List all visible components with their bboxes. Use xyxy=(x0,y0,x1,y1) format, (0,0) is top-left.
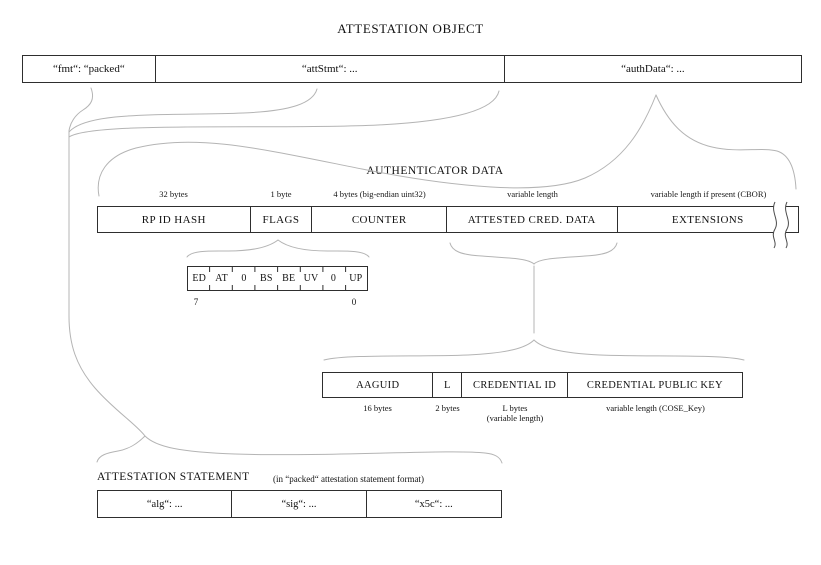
attestation-object-row: “fmt“: “packed“ “attStmt“: ... “authData… xyxy=(22,55,802,83)
size-label-text: variable length (COSE_Key) xyxy=(606,403,705,413)
authenticator-data-size-labels: 32 bytes 1 byte 4 bytes (big-endian uint… xyxy=(97,186,799,199)
attested-credential-data-row: AAGUID L CREDENTIAL ID CREDENTIAL PUBLIC… xyxy=(322,372,743,398)
alg-cell: “alg“: ... xyxy=(98,491,233,517)
fmt-cell: “fmt“: “packed“ xyxy=(23,56,156,82)
flags-high-bit-label: 7 xyxy=(193,297,199,307)
length-cell: L xyxy=(433,373,463,397)
attested-cred-brace-right xyxy=(533,242,618,265)
sig-cell: “sig“: ... xyxy=(232,491,367,517)
authenticator-data-title: AUTHENTICATOR DATA xyxy=(366,165,504,177)
page-title: ATTESTATION OBJECT xyxy=(337,21,484,36)
size-label: 32 bytes xyxy=(159,189,188,199)
size-label-text: L bytes xyxy=(502,403,528,413)
size-label: 16 bytes xyxy=(322,403,433,423)
rp-id-hash-cell: RP ID HASH xyxy=(98,207,251,232)
flag-bit-up: UP xyxy=(349,273,363,284)
attstmt-cell: “attStmt“: ... xyxy=(156,56,505,82)
statement-brace-right xyxy=(144,435,503,464)
attstmt-connector-curve xyxy=(68,88,318,133)
flags-cell: FLAGS xyxy=(251,207,313,232)
size-label: L bytes (variable length) xyxy=(462,403,568,423)
size-label-text: 16 bytes xyxy=(363,403,392,413)
size-label: variable length (COSE_Key) xyxy=(568,403,743,423)
flags-brace-left xyxy=(186,239,279,258)
flag-bit-bs: BS xyxy=(259,273,273,284)
credential-public-key-cell: CREDENTIAL PUBLIC KEY xyxy=(586,379,723,391)
flag-bit-uv: UV xyxy=(303,273,319,284)
size-label: 1 byte xyxy=(270,189,292,199)
flags-low-bit-label: 0 xyxy=(351,297,357,307)
attested-cred-brace-left xyxy=(449,242,535,265)
size-label: variable length if present (CBOR) xyxy=(650,189,767,199)
attstmt-right-connector-curve xyxy=(68,90,500,138)
authenticator-data-row: RP ID HASH FLAGS COUNTER ATTESTED CRED. … xyxy=(97,206,799,233)
attestation-statement-title: ATTESTATION STATEMENT xyxy=(97,471,250,483)
attestation-statement-subtitle: (in “packed“ attestation statement forma… xyxy=(273,474,424,484)
size-label: 4 bytes (big-endian uint32) xyxy=(333,189,426,199)
attestation-statement-row: “alg“: ... “sig“: ... “x5c“: ... xyxy=(97,490,502,518)
left-drop-line xyxy=(68,130,146,437)
aaguid-cell: AAGUID xyxy=(323,373,434,397)
authdata-brace-right xyxy=(655,94,797,190)
attested-credential-size-labels: 16 bytes 2 bytes L bytes (variable lengt… xyxy=(322,403,743,423)
fmt-connector-curve xyxy=(68,87,94,132)
attested-cred-data-cell: ATTESTED CRED. DATA xyxy=(447,207,618,232)
flag-bit-rfu: 0 xyxy=(241,273,247,284)
size-label-note: (variable length) xyxy=(486,413,544,423)
size-label-text: 2 bytes xyxy=(435,403,460,413)
flag-bit-be: BE xyxy=(282,273,296,284)
x5c-cell: “x5c“: ... xyxy=(414,498,453,510)
credential-id-cell: CREDENTIAL ID xyxy=(462,373,568,397)
counter-cell: COUNTER xyxy=(312,207,447,232)
flags-brace-right xyxy=(277,239,370,258)
authdata-cell: “authData“: ... xyxy=(621,63,685,75)
size-label: 2 bytes xyxy=(433,403,462,423)
aaguid-brace-right xyxy=(533,339,745,361)
flag-bit-rfu2: 0 xyxy=(330,273,337,284)
statement-brace-left xyxy=(96,435,146,463)
flags-bit-box: ED AT 0 BS BE UV 0 UP xyxy=(187,266,368,291)
extensions-cell: EXTENSIONS xyxy=(671,213,744,226)
size-label: variable length xyxy=(507,189,558,199)
flag-bit-at: AT xyxy=(215,273,228,284)
aaguid-brace-left xyxy=(323,339,535,361)
authdata-brace-left xyxy=(97,94,657,197)
flag-bit-ed: ED xyxy=(192,273,207,284)
